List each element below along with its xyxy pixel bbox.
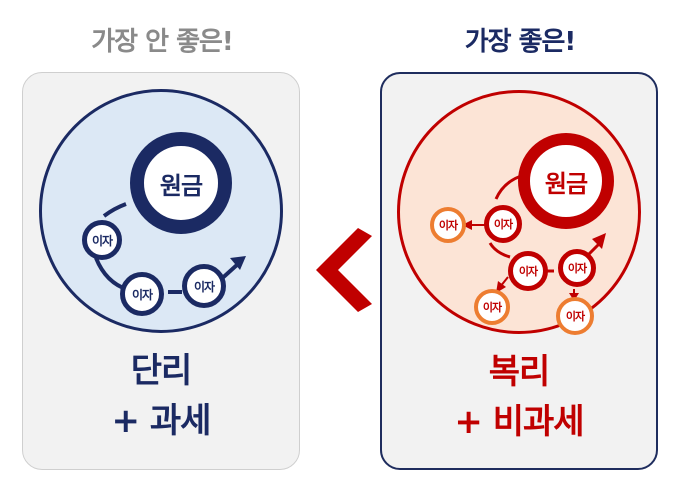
heading-best: 가장 좋은! <box>464 27 577 57</box>
principal-label: 원금 <box>544 169 588 198</box>
less-than-chevron-icon <box>316 228 372 312</box>
compound-interest-node: 이자 <box>556 297 594 335</box>
principal-label: 원금 <box>159 171 203 200</box>
panel-simple-interest: 원금 이자 이자 이자 단리 + 과세 <box>22 72 300 470</box>
compound-label-line1: 복리 <box>488 352 551 392</box>
principal-circle: 원금 <box>518 133 614 229</box>
compound-interest-diagram: 원금 이자 이자 이자 이자 이자 이자 <box>397 90 641 335</box>
interest-node: 이자 <box>182 264 226 308</box>
compound-interest-node: 이자 <box>430 207 466 243</box>
interest-node: 이자 <box>508 251 548 291</box>
interest-node: 이자 <box>558 249 596 287</box>
arrowhead-icon <box>230 256 246 270</box>
principal-circle: 원금 <box>130 132 232 234</box>
simple-interest-diagram: 원금 이자 이자 이자 <box>39 89 283 333</box>
panel-compound-interest: 원금 이자 이자 이자 이자 이자 이자 복리 + 비과세 <box>380 72 658 470</box>
simple-label-line1: 단리 <box>130 351 193 391</box>
simple-label-line2: + 과세 <box>111 401 212 441</box>
interest-node: 이자 <box>82 220 122 260</box>
arrowhead-icon <box>592 233 606 249</box>
interest-node: 이자 <box>484 205 522 243</box>
heading-worst: 가장 안 좋은! <box>91 27 234 57</box>
compound-interest-node: 이자 <box>474 289 510 325</box>
compound-label-line2: + 비과세 <box>454 402 584 442</box>
interest-node: 이자 <box>120 272 164 316</box>
